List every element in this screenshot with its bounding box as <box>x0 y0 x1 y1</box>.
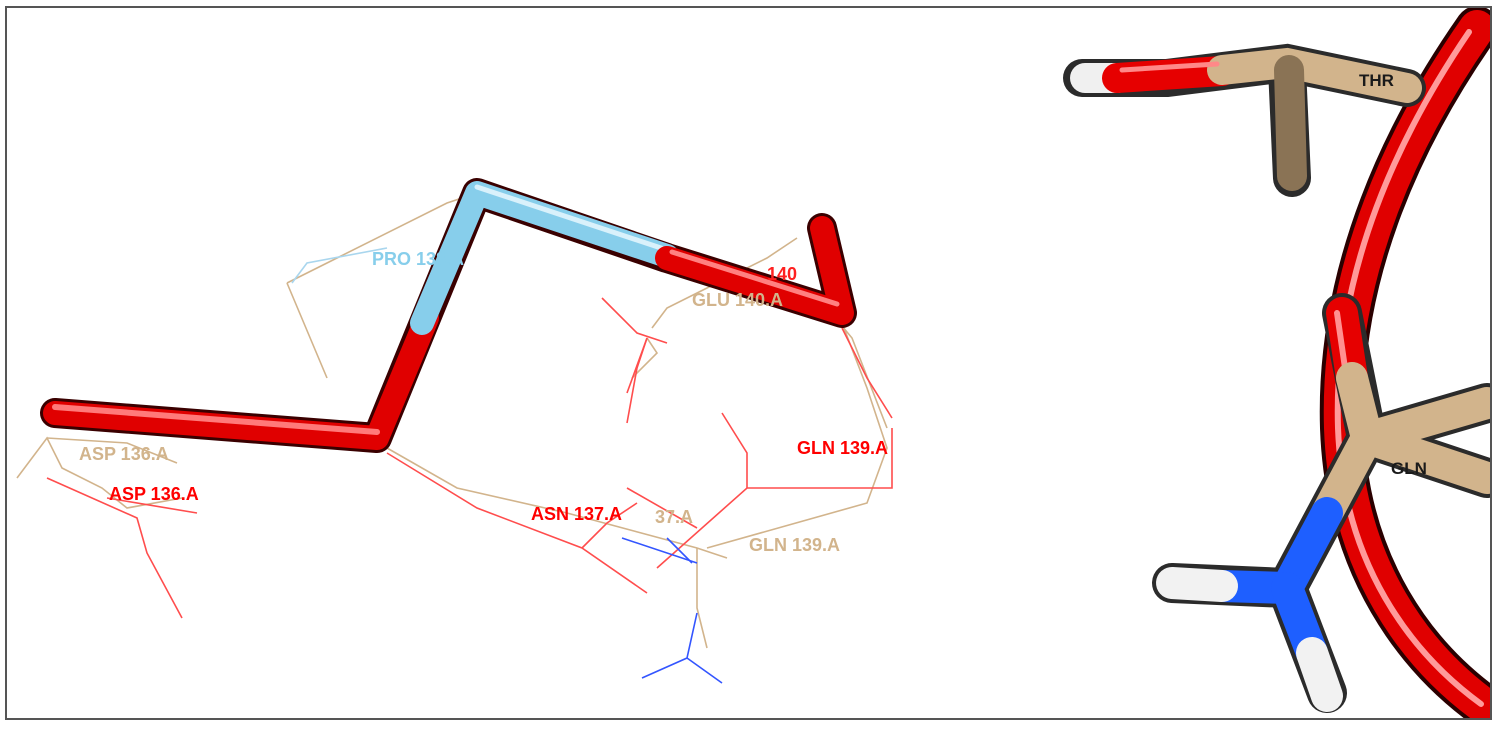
label-asp-136-red: ASP 136.A <box>109 484 199 504</box>
label-thr: THR <box>1359 71 1394 90</box>
label-asp-136-tan: ASP 136.A <box>79 444 169 464</box>
label-asn-137-red: ASN 137.A <box>531 504 622 524</box>
label-gln: GLN <box>1391 459 1427 478</box>
label-asn-137-tan: 37.A <box>655 507 693 527</box>
gln-residue <box>1152 293 1490 713</box>
ribbon-tube <box>1319 8 1490 718</box>
residue-labels: PRO 138.A GLU 140.A 140 GLN 139.A ASP 13… <box>79 71 1427 555</box>
label-glu-140-tan: GLU 140.A <box>692 290 783 310</box>
label-glu-140-red: 140 <box>767 264 797 284</box>
backbone-tube <box>40 178 857 453</box>
label-pro-138: PRO 138.A <box>372 249 464 269</box>
label-gln-139-tan: GLN 139.A <box>749 535 840 555</box>
molecular-viewer[interactable]: PRO 138.A GLU 140.A 140 GLN 139.A ASP 13… <box>5 6 1492 720</box>
structure-canvas: PRO 138.A GLU 140.A 140 GLN 139.A ASP 13… <box>16 8 1490 718</box>
thr-residue <box>1063 43 1426 197</box>
label-gln-139-red: GLN 139.A <box>797 438 888 458</box>
